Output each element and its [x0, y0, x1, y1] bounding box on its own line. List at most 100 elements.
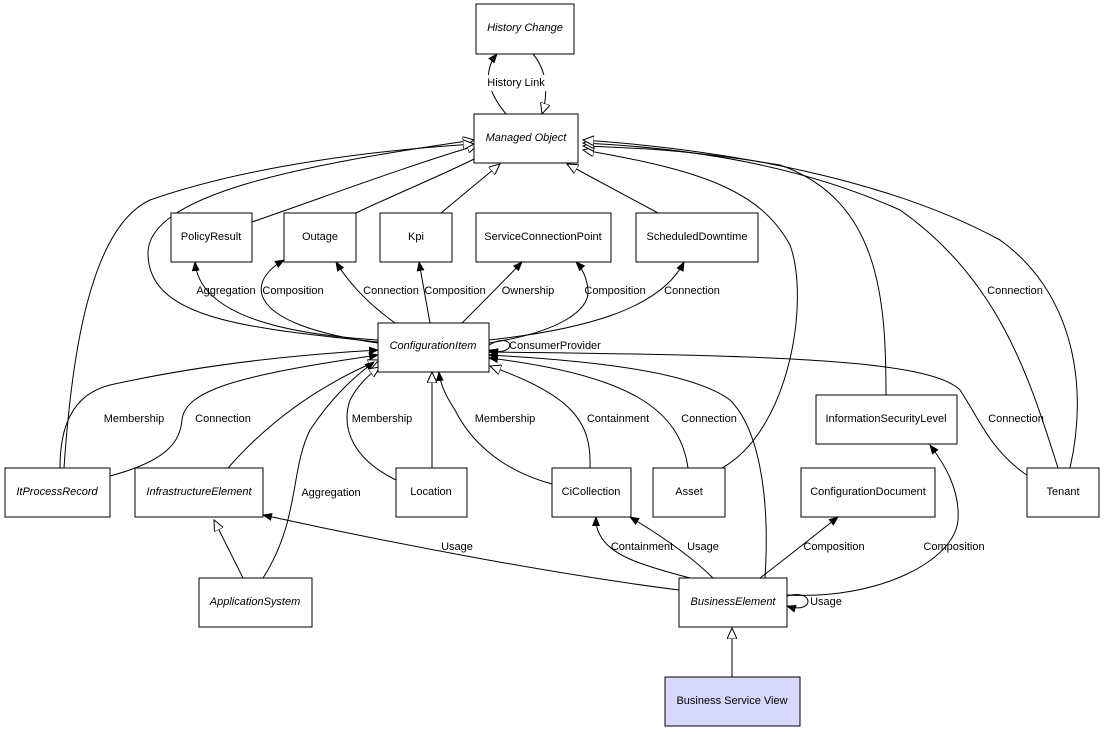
node-business-element[interactable]: BusinessElement	[678, 577, 788, 628]
label-composition-isl: Composition	[923, 541, 984, 553]
label-containment-be: Containment	[611, 541, 673, 553]
label-composition-scp: Composition	[584, 285, 645, 297]
node-information-security-level[interactable]: InformationSecurityLevel	[815, 394, 958, 445]
node-label-ci-collection: CiCollection	[562, 486, 621, 498]
label-usage-be-ci: Usage	[687, 541, 719, 553]
edge-cicoll-ci-membership	[435, 371, 553, 485]
node-label-managed-object: Managed Object	[486, 132, 568, 144]
node-label-location: Location	[410, 486, 452, 498]
node-policy-result[interactable]: PolicyResult	[170, 212, 253, 263]
edge-gen-infra-ci	[227, 360, 379, 469]
node-history-change[interactable]: History Change	[475, 3, 575, 55]
edge-itpr-ci-membership	[59, 346, 379, 469]
node-application-system[interactable]: ApplicationSystem	[198, 577, 313, 628]
node-business-service-view[interactable]: Business Service View	[664, 676, 801, 727]
label-membership-cicollection: Membership	[475, 413, 536, 425]
edge-ci-kpi	[416, 261, 431, 324]
label-connection-tenant-ci: Connection	[988, 413, 1044, 425]
label-connection-asset: Connection	[681, 413, 737, 425]
label-containment-cicollection: Containment	[587, 413, 649, 425]
edge-ci-policyresult	[191, 261, 379, 341]
label-ownership-scp: Ownership	[502, 285, 555, 297]
label-membership-itpr: Membership	[104, 413, 165, 425]
label-membership-location: Membership	[352, 413, 413, 425]
node-infrastructure-element[interactable]: InfrastructureElement	[134, 467, 264, 518]
label-aggregation-policy: Aggregation	[196, 285, 255, 297]
edge-appsys-ci-aggregation	[262, 361, 375, 579]
node-label-configuration-document: ConfigurationDocument	[810, 486, 926, 498]
node-outage[interactable]: Outage	[283, 212, 357, 263]
node-label-scheduled-downtime: ScheduledDowntime	[647, 231, 748, 243]
edge-labels: History Link Aggregation Composition Con…	[104, 75, 1044, 608]
node-label-business-service-view: Business Service View	[676, 695, 787, 707]
node-kpi[interactable]: Kpi	[379, 212, 453, 263]
edge-gen-isl-mo	[583, 146, 887, 396]
edge-ci-outage-comp	[260, 259, 379, 344]
edge-gen-kpi-mo	[440, 164, 500, 214]
edge-gen-downtime-mo	[567, 164, 659, 214]
node-location[interactable]: Location	[395, 467, 468, 518]
node-label-service-connection-point: ServiceConnectionPoint	[484, 231, 601, 243]
label-connection-outage: Connection	[363, 285, 419, 297]
node-label-infrastructure-element: InfrastructureElement	[146, 486, 252, 498]
node-label-kpi: Kpi	[408, 231, 424, 243]
node-configuration-document[interactable]: ConfigurationDocument	[800, 467, 936, 518]
node-label-information-security-level: InformationSecurityLevel	[825, 413, 946, 425]
nodes: History Change Managed Object PolicyResu…	[4, 3, 1100, 727]
node-it-process-record[interactable]: ItProcessRecord	[4, 467, 111, 518]
edge-gen-outage-mo	[355, 153, 486, 214]
label-composition-kpi: Composition	[424, 285, 485, 297]
edge-ci-scp-comp	[488, 261, 589, 344]
edge-be-doc-composition	[759, 516, 839, 579]
label-consumer-provider: ConsumerProvider	[509, 340, 601, 352]
node-asset[interactable]: Asset	[652, 467, 726, 518]
label-connection-tenant-mo: Connection	[987, 285, 1043, 297]
edge-be-isl-composition	[786, 444, 959, 596]
node-label-asset: Asset	[675, 486, 703, 498]
edge-tenant-ci	[488, 348, 1029, 477]
label-history-link: History Link	[487, 77, 545, 89]
node-managed-object[interactable]: Managed Object	[473, 113, 579, 164]
node-label-business-element: BusinessElement	[691, 596, 777, 608]
label-connection-itpr: Connection	[195, 413, 251, 425]
edge-gen-location-ci-membership	[346, 367, 397, 481]
edge-gen-tenant-mo	[583, 143, 1059, 469]
node-service-connection-point[interactable]: ServiceConnectionPoint	[475, 212, 612, 263]
edge-asset-ci	[488, 355, 689, 469]
edge-gen-appsys-infra	[214, 520, 244, 579]
node-ci-collection[interactable]: CiCollection	[551, 467, 632, 518]
node-label-configuration-item: ConfigurationItem	[390, 340, 477, 352]
node-configuration-item[interactable]: ConfigurationItem	[377, 322, 490, 373]
label-composition-doc: Composition	[803, 541, 864, 553]
edge-gen-policyresult-mo	[251, 145, 478, 223]
edge-be-cicoll-usage	[629, 516, 714, 579]
edge-gen-itpr-mo	[63, 144, 474, 469]
label-connection-downtime: Connection	[664, 285, 720, 297]
label-usage-self: Usage	[810, 596, 842, 608]
edge-be-ci-usage	[488, 351, 767, 579]
node-scheduled-downtime[interactable]: ScheduledDowntime	[635, 212, 759, 263]
node-label-outage: Outage	[302, 231, 338, 243]
edge-ci-downtime	[488, 261, 685, 341]
edge-gen-tenant-mo-2	[583, 140, 1078, 469]
edge-gen-ci-mo	[147, 140, 474, 343]
label-usage-infra: Usage	[441, 541, 473, 553]
node-tenant[interactable]: Tenant	[1026, 467, 1100, 518]
edge-gen-cicoll-ci	[490, 366, 591, 469]
node-label-policy-result: PolicyResult	[181, 231, 242, 243]
label-aggregation-appsys: Aggregation	[301, 487, 360, 499]
edges	[59, 53, 1078, 677]
edge-be-cicoll-containment	[592, 516, 691, 579]
edge-itpr-ci-connection	[109, 352, 379, 477]
label-composition-outage: Composition	[262, 285, 323, 297]
node-label-application-system: ApplicationSystem	[209, 596, 301, 608]
edge-ci-outage-conn	[335, 261, 396, 324]
edge-be-infra-usage	[262, 513, 680, 591]
node-label-it-process-record: ItProcessRecord	[16, 486, 98, 498]
edge-gen-asset-mo	[583, 150, 798, 469]
node-label-history-change: History Change	[487, 22, 563, 34]
edge-ci-scp-own	[461, 261, 523, 324]
node-label-tenant: Tenant	[1046, 486, 1079, 498]
edge-be-self-usage	[786, 594, 809, 613]
